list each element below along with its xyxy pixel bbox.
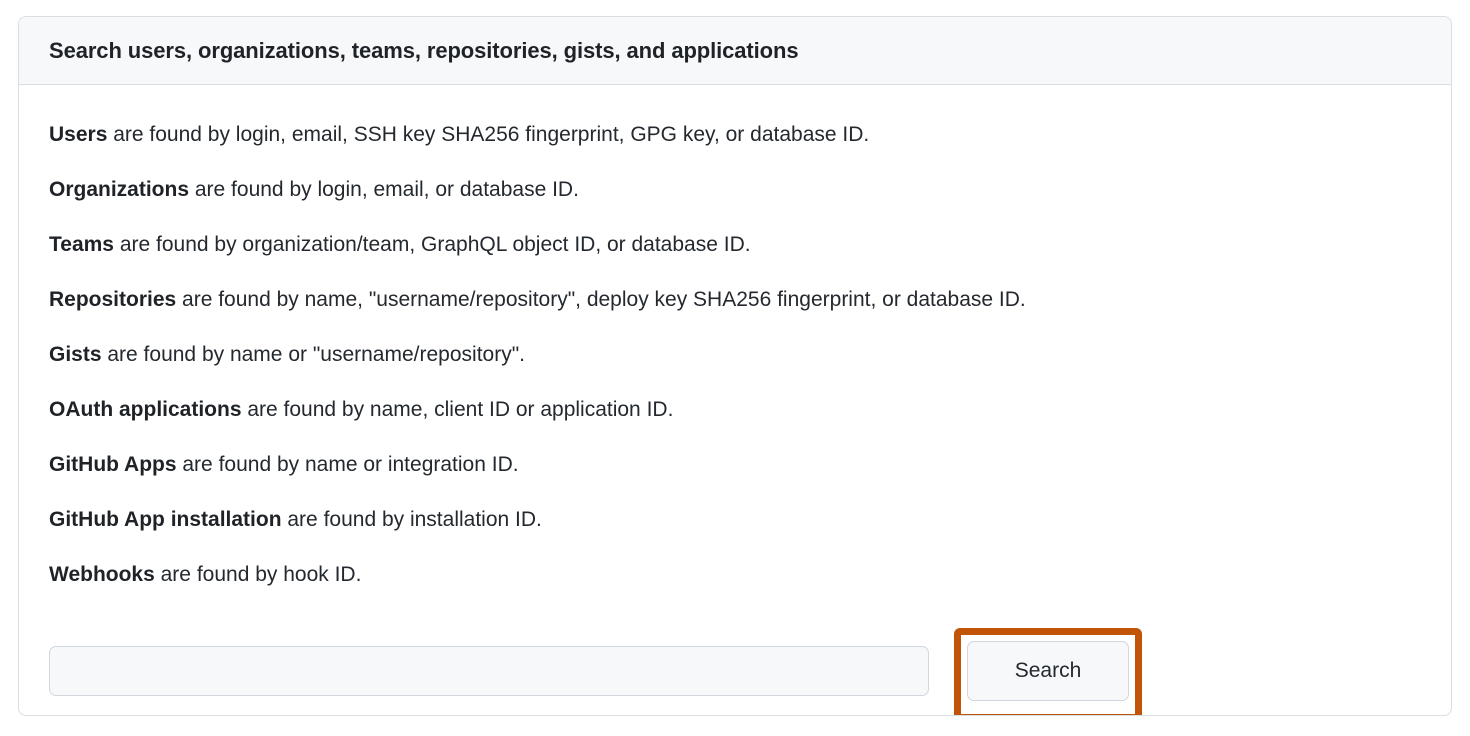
description-term: Users: [49, 123, 108, 146]
description-term: Repositories: [49, 288, 177, 311]
description-line-oauth-applications: OAuth applications are found by name, cl…: [49, 382, 1421, 437]
description-term: Organizations: [49, 178, 190, 201]
description-term: Webhooks: [49, 563, 155, 586]
description-line-organizations: Organizations are found by login, email,…: [49, 162, 1421, 217]
search-button[interactable]: Search: [967, 641, 1129, 701]
card-header: Search users, organizations, teams, repo…: [19, 17, 1451, 85]
description-line-teams: Teams are found by organization/team, Gr…: [49, 217, 1421, 272]
description-line-github-apps: GitHub Apps are found by name or integra…: [49, 437, 1421, 492]
description-term: Gists: [49, 343, 102, 366]
description-term: GitHub App installation: [49, 508, 282, 531]
description-term: Teams: [49, 233, 114, 256]
description-text: are found by hook ID.: [154, 563, 362, 586]
description-line-repositories: Repositories are found by name, "usernam…: [49, 272, 1421, 327]
description-text: are found by name or integration ID.: [176, 453, 519, 476]
description-text: are found by name, "username/repository"…: [176, 288, 1026, 311]
description-line-users: Users are found by login, email, SSH key…: [49, 107, 1421, 162]
description-term: GitHub Apps: [49, 453, 177, 476]
search-input[interactable]: [49, 646, 929, 696]
description-text: are found by login, email, or database I…: [189, 178, 579, 201]
description-text: are found by name, client ID or applicat…: [241, 398, 674, 421]
page-title: Search users, organizations, teams, repo…: [49, 37, 799, 63]
description-line-gists: Gists are found by name or "username/rep…: [49, 327, 1421, 382]
description-line-github-app-installation: GitHub App installation are found by ins…: [49, 492, 1421, 547]
card-body: Users are found by login, email, SSH key…: [19, 85, 1451, 715]
description-text: are found by installation ID.: [281, 508, 542, 531]
description-text: are found by name or "username/repositor…: [101, 343, 525, 366]
search-help-card: Search users, organizations, teams, repo…: [18, 16, 1452, 716]
search-row: Search: [49, 628, 1421, 715]
description-text: are found by organization/team, GraphQL …: [113, 233, 751, 256]
description-text: are found by login, email, SSH key SHA25…: [107, 123, 870, 146]
description-line-webhooks: Webhooks are found by hook ID.: [49, 547, 1421, 602]
description-term: OAuth applications: [49, 398, 242, 421]
